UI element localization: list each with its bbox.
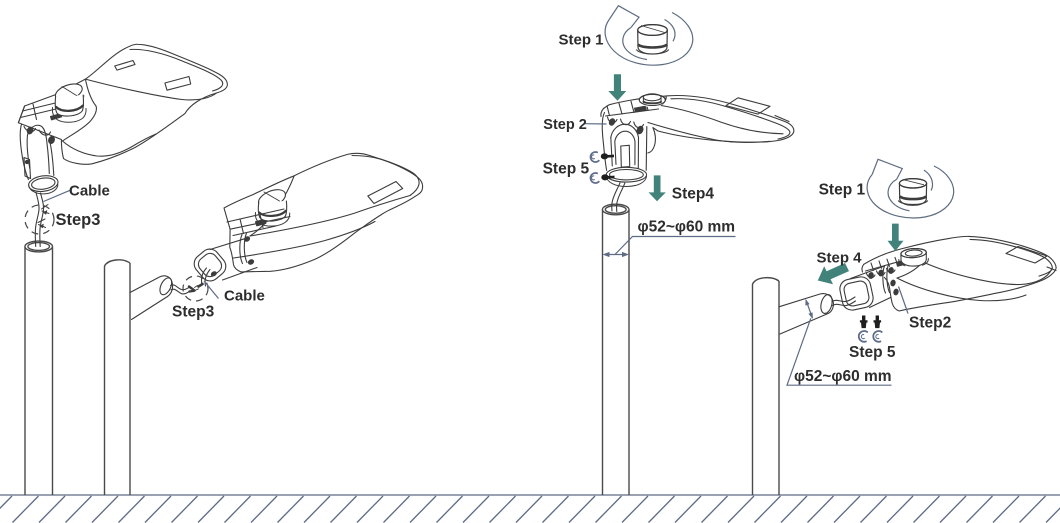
svg-text:Step3: Step3	[172, 304, 215, 321]
svg-text:Step 1: Step 1	[559, 32, 604, 49]
svg-text:Cable: Cable	[224, 288, 265, 305]
svg-text:φ52~φ60 mm: φ52~φ60 mm	[794, 368, 892, 385]
svg-text:Cable: Cable	[69, 183, 110, 200]
svg-text:Step 2: Step 2	[543, 117, 587, 133]
svg-text:φ52~φ60 mm: φ52~φ60 mm	[638, 219, 736, 236]
svg-text:Step 5: Step 5	[849, 344, 896, 361]
svg-text:Step 1: Step 1	[819, 182, 866, 199]
svg-text:Step 5: Step 5	[543, 161, 590, 178]
svg-text:Step2: Step2	[909, 315, 951, 332]
svg-text:Step3: Step3	[56, 211, 101, 229]
svg-text:Step 4: Step 4	[817, 250, 863, 267]
svg-text:Step4: Step4	[672, 186, 715, 203]
